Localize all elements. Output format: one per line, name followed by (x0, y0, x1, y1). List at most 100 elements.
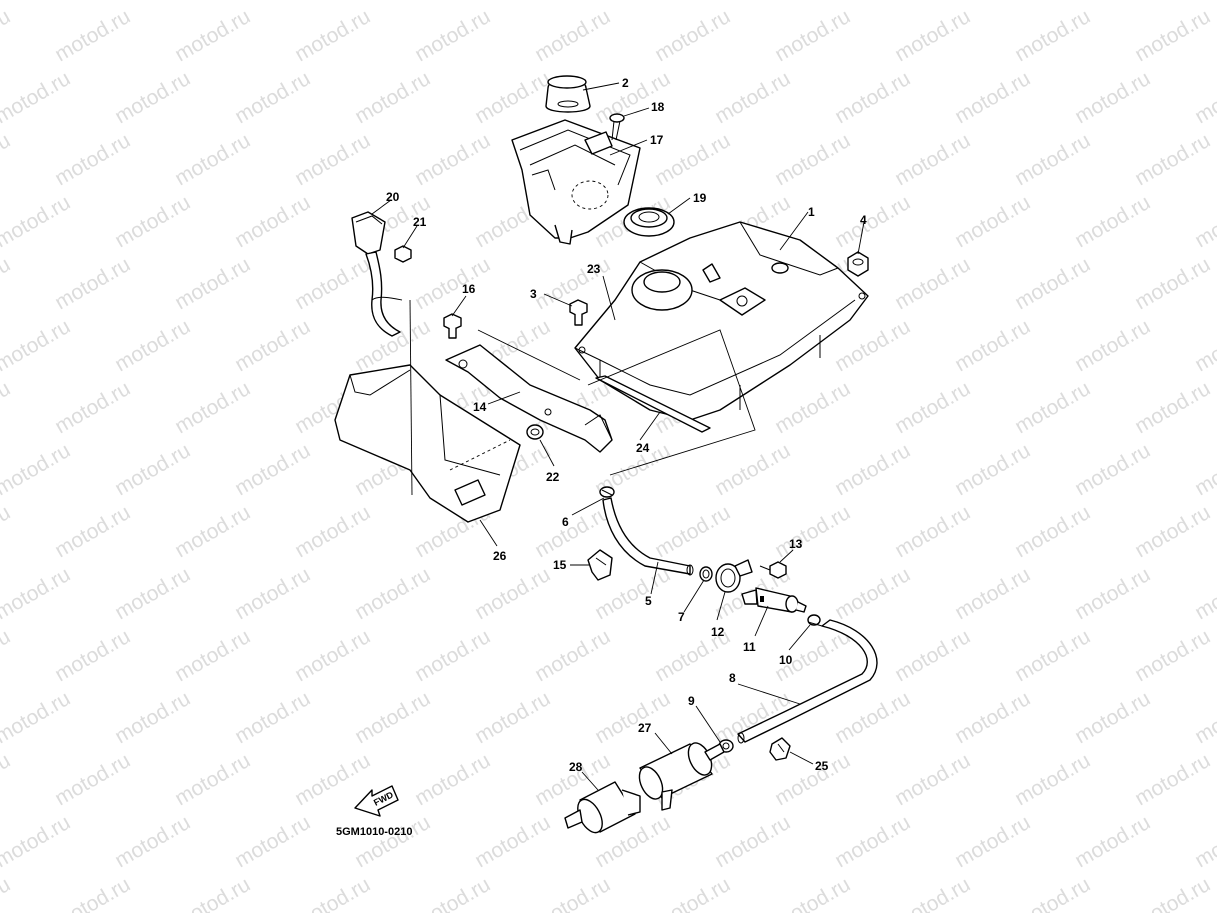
watermark-text: motod.ru (0, 129, 14, 190)
filter-holder (715, 559, 753, 593)
watermark-text: motod.ru (1071, 811, 1154, 872)
watermark-text: motod.ru (1071, 67, 1154, 128)
callout-15: 15 (553, 558, 567, 572)
fuel-filter-11 (741, 587, 807, 613)
watermark-text: motod.ru (1011, 501, 1094, 562)
watermark-text: motod.ru (411, 5, 494, 66)
watermark-text: motod.ru (0, 439, 74, 500)
watermark-text: motod.ru (411, 873, 494, 913)
fuel-cap (545, 75, 591, 113)
watermark-text: motod.ru (831, 563, 914, 624)
watermark-text: motod.ru (891, 253, 974, 314)
bolt-16 (443, 313, 462, 339)
watermark-text: motod.ru (51, 5, 134, 66)
watermark-text: motod.ru (1131, 129, 1214, 190)
watermark-text: motod.ru (951, 67, 1034, 128)
screw-18 (609, 113, 625, 141)
watermark-text: motod.ru (0, 0, 74, 4)
watermark-text: motod.ru (291, 253, 374, 314)
watermark-text: motod.ru (111, 0, 194, 4)
watermark-text: motod.ru (591, 67, 674, 128)
watermark-text: motod.ru (171, 501, 254, 562)
watermark-text: motod.ru (651, 873, 734, 913)
watermark-text: motod.ru (471, 687, 554, 748)
watermark-text: motod.ru (111, 191, 194, 252)
watermark-text: motod.ru (711, 67, 794, 128)
callout-9: 9 (688, 694, 695, 708)
watermark-text: motod.ru (1131, 377, 1214, 438)
watermark-text: motod.ru (351, 563, 434, 624)
watermark-text: motod.ru (951, 563, 1034, 624)
callout-14: 14 (473, 400, 487, 414)
watermark-text: motod.ru (831, 67, 914, 128)
watermark-text: motod.ru (1191, 315, 1217, 376)
watermark-text: motod.ru (771, 377, 854, 438)
watermark-text: motod.ru (1071, 563, 1154, 624)
watermark-text: motod.ru (831, 687, 914, 748)
watermark-text: motod.ru (0, 253, 14, 314)
callout-21: 21 (413, 215, 427, 229)
watermark-text: motod.ru (891, 5, 974, 66)
watermark-text: motod.ru (1131, 501, 1214, 562)
watermark-text: motod.ru (411, 625, 494, 686)
watermark-text: motod.ru (0, 5, 14, 66)
callout-5: 5 (645, 594, 652, 608)
watermark-text: motod.ru (1191, 67, 1217, 128)
watermark-text: motod.ru (651, 501, 734, 562)
watermark-text: motod.ru (351, 687, 434, 748)
watermark-text: motod.ru (0, 377, 14, 438)
bracket-14 (445, 329, 613, 453)
watermark-text: motod.ru (171, 5, 254, 66)
watermark-text: motod.ru (1191, 811, 1217, 872)
watermark-text: motod.ru (1191, 439, 1217, 500)
watermark-text: motod.ru (1011, 377, 1094, 438)
watermark-text: motod.ru (0, 749, 14, 810)
callout-3: 3 (530, 287, 537, 301)
watermark-text: motod.ru (351, 315, 434, 376)
watermark-text: motod.ru (0, 501, 14, 562)
watermark-text: motod.ru (1071, 439, 1154, 500)
breather-hose (351, 211, 412, 337)
watermark-text: motod.ru (771, 129, 854, 190)
watermark-text: motod.ru (231, 191, 314, 252)
watermark-text: motod.ru (831, 191, 914, 252)
callout-25: 25 (815, 759, 829, 773)
callout-7: 7 (678, 610, 685, 624)
watermark-text: motod.ru (891, 501, 974, 562)
watermark-text: motod.ru (0, 67, 74, 128)
callout-18: 18 (651, 100, 665, 114)
callout-23: 23 (587, 262, 601, 276)
watermark-text: motod.ru (471, 563, 554, 624)
fuel-tank (574, 221, 869, 421)
watermark-text: motod.ru (231, 315, 314, 376)
grommet-22 (526, 424, 544, 440)
watermark-text: motod.ru (1191, 563, 1217, 624)
watermark-text: motod.ru (711, 0, 794, 4)
watermark-text: motod.ru (231, 811, 314, 872)
watermark-text: motod.ru (531, 873, 614, 913)
watermark-text: motod.ru (111, 811, 194, 872)
watermark-text: motod.ru (1011, 5, 1094, 66)
watermark-text: motod.ru (771, 5, 854, 66)
watermark-text: motod.ru (171, 873, 254, 913)
watermark-text: motod.ru (771, 873, 854, 913)
fuel-hose-5 (602, 497, 694, 576)
watermark-text: motod.ru (171, 377, 254, 438)
fwd-arrow-icon: FWD (354, 785, 399, 817)
watermark-text: motod.ru (0, 811, 74, 872)
fuel-pump-27 (638, 742, 725, 811)
callout-13: 13 (789, 537, 803, 551)
clamp-10 (807, 614, 823, 627)
watermark-text: motod.ru (291, 129, 374, 190)
callout-labels: 1 2 3 4 5 6 7 8 9 10 11 12 13 14 15 16 1… (386, 76, 867, 774)
watermark-text: motod.ru (531, 625, 614, 686)
watermark-text: motod.ru (51, 501, 134, 562)
watermark-text: motod.ru (891, 129, 974, 190)
watermark-text: motod.ru (411, 749, 494, 810)
watermark-text: motod.ru (1011, 749, 1094, 810)
watermark-text: motod.ru (231, 67, 314, 128)
callout-26: 26 (493, 549, 507, 563)
watermark-text: motod.ru (831, 0, 914, 4)
leader-lines (371, 82, 865, 791)
